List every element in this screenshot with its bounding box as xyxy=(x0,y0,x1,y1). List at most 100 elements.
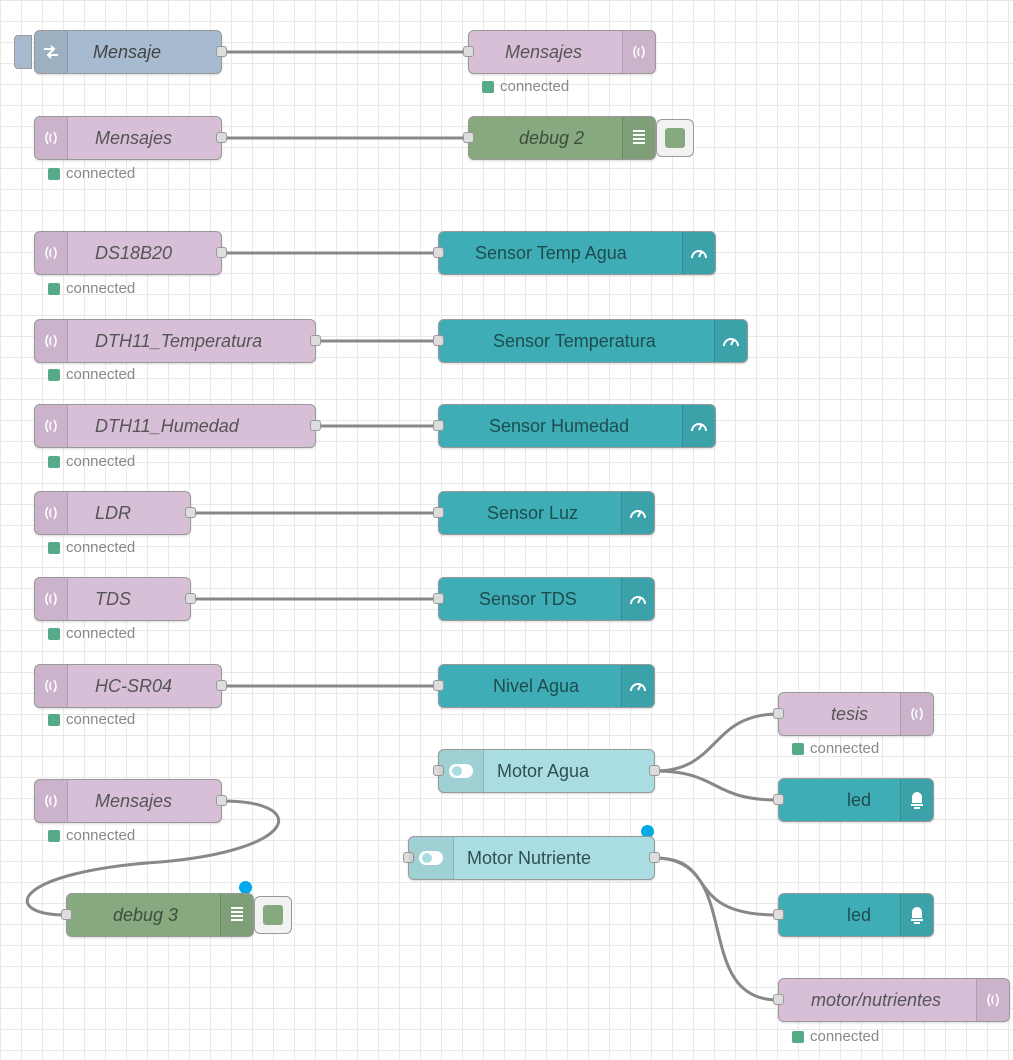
node-gauge-luz[interactable]: Sensor Luz xyxy=(433,491,655,535)
node-debug-3[interactable]: debug 3 xyxy=(61,893,254,937)
input-port[interactable] xyxy=(463,46,474,57)
node-mqtt-out-motor-nutrientes[interactable]: motor/nutrientes xyxy=(773,978,1010,1022)
node-label: Mensajes xyxy=(95,790,173,811)
node-label: LDR xyxy=(95,502,132,523)
input-port[interactable] xyxy=(433,247,444,258)
input-port[interactable] xyxy=(433,593,444,604)
status-dot-icon xyxy=(482,80,494,93)
node-gauge-nivel-agua[interactable]: Nivel Agua xyxy=(433,664,655,708)
node-label: Sensor Humedad xyxy=(489,415,630,436)
node-mqtt-out-mensajes[interactable]: Mensajes xyxy=(463,30,656,74)
output-port[interactable] xyxy=(185,507,196,518)
wire xyxy=(654,712,779,773)
node-mqtt-in-mensajes-2[interactable]: Mensajes xyxy=(34,779,227,823)
node-label: Mensaje xyxy=(93,41,162,62)
node-led-1[interactable]: led xyxy=(773,778,934,822)
status-text: connected xyxy=(66,165,136,182)
node-label: TDS xyxy=(95,588,131,609)
node-gauge-temperatura[interactable]: Sensor Temperatura xyxy=(433,319,748,363)
node-mqtt-in-mensajes-1[interactable]: Mensajes xyxy=(34,116,227,160)
node-mqtt-out-tesis[interactable]: tesis xyxy=(773,692,934,736)
link-in-handle[interactable] xyxy=(14,35,32,69)
output-port[interactable] xyxy=(216,795,227,806)
gauge-icon xyxy=(621,665,654,707)
node-status: connected xyxy=(48,539,135,556)
input-port[interactable] xyxy=(463,132,474,143)
input-port[interactable] xyxy=(433,765,444,776)
output-port[interactable] xyxy=(649,765,660,776)
output-port[interactable] xyxy=(216,132,227,143)
output-port[interactable] xyxy=(649,852,660,863)
gauge-icon xyxy=(682,405,715,447)
node-label: debug 3 xyxy=(113,904,179,925)
node-gauge-humedad[interactable]: Sensor Humedad xyxy=(433,404,716,448)
output-port[interactable] xyxy=(310,420,321,431)
link-arrows-icon xyxy=(35,31,68,73)
status-text: connected xyxy=(66,280,136,297)
node-label: Motor Nutriente xyxy=(467,847,592,868)
node-label: tesis xyxy=(831,703,869,724)
status-dot-icon xyxy=(48,541,60,554)
debug-toggle-button[interactable] xyxy=(254,896,292,934)
node-changed-indicator xyxy=(239,881,252,894)
input-port[interactable] xyxy=(773,994,784,1005)
node-mqtt-in-tds[interactable]: TDS xyxy=(34,577,196,621)
node-mqtt-in-ldr[interactable]: LDR xyxy=(34,491,196,535)
input-port[interactable] xyxy=(403,852,414,863)
input-port[interactable] xyxy=(61,909,72,920)
node-led-2[interactable]: led xyxy=(773,893,934,937)
output-port[interactable] xyxy=(216,247,227,258)
status-text: connected xyxy=(810,740,880,757)
node-label: Sensor Temp Agua xyxy=(475,242,627,263)
node-label: debug 2 xyxy=(519,127,585,148)
radio-waves-icon xyxy=(976,979,1009,1021)
node-switch-motor-agua[interactable]: Motor Agua xyxy=(433,749,660,793)
node-gauge-tds[interactable]: Sensor TDS xyxy=(433,577,655,621)
status-text: connected xyxy=(66,827,136,844)
node-link-mensaje[interactable]: Mensaje xyxy=(34,30,227,74)
radio-waves-icon xyxy=(35,405,68,447)
node-mqtt-in-dth11-temperatura[interactable]: DTH11_Temperatura xyxy=(34,319,321,363)
output-port[interactable] xyxy=(310,335,321,346)
node-label: led xyxy=(847,904,872,925)
node-gauge-temp-agua[interactable]: Sensor Temp Agua xyxy=(433,231,716,275)
node-label: Motor Agua xyxy=(497,760,590,781)
node-status: connected xyxy=(48,827,135,844)
gauge-icon xyxy=(714,320,747,362)
output-port[interactable] xyxy=(216,680,227,691)
radio-waves-icon xyxy=(35,780,68,822)
node-label: Nivel Agua xyxy=(493,675,580,696)
node-mqtt-in-dth11-humedad[interactable]: DTH11_Humedad xyxy=(34,404,321,448)
node-label: DTH11_Temperatura xyxy=(95,330,263,351)
debug-toggle-indicator xyxy=(665,128,685,148)
status-dot-icon xyxy=(48,282,60,295)
node-status: connected xyxy=(792,1028,879,1045)
list-lines-icon xyxy=(220,894,253,936)
input-port[interactable] xyxy=(433,335,444,346)
node-label: DS18B20 xyxy=(95,242,173,263)
status-dot-icon xyxy=(48,455,60,468)
input-port[interactable] xyxy=(433,680,444,691)
output-port[interactable] xyxy=(185,593,196,604)
input-port[interactable] xyxy=(433,420,444,431)
radio-waves-icon xyxy=(900,693,933,735)
node-mqtt-in-ds18b20[interactable]: DS18B20 xyxy=(34,231,227,275)
input-port[interactable] xyxy=(773,708,784,719)
input-port[interactable] xyxy=(773,909,784,920)
node-status: connected xyxy=(48,625,135,642)
gauge-icon xyxy=(682,232,715,274)
node-switch-motor-nutriente[interactable]: Motor Nutriente xyxy=(403,836,660,880)
node-status: connected xyxy=(48,453,135,470)
node-label: Mensajes xyxy=(95,127,173,148)
gauge-icon xyxy=(621,578,654,620)
radio-waves-icon xyxy=(35,117,68,159)
output-port[interactable] xyxy=(216,46,227,57)
node-debug-2[interactable]: debug 2 xyxy=(463,116,656,160)
input-port[interactable] xyxy=(773,794,784,805)
input-port[interactable] xyxy=(433,507,444,518)
status-text: connected xyxy=(66,539,136,556)
debug-toggle-button[interactable] xyxy=(656,119,694,157)
status-text: connected xyxy=(66,711,136,728)
node-mqtt-in-hcsr04[interactable]: HC-SR04 xyxy=(34,664,227,708)
